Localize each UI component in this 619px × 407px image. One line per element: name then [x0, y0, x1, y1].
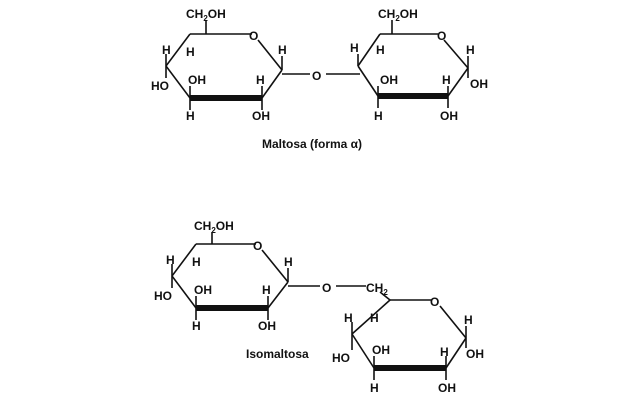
isomaltose-upper-c3-oh: OH	[194, 283, 212, 297]
isomaltose-upper-c2-h: H	[262, 283, 271, 297]
maltose-left-ring	[165, 20, 283, 110]
isomaltose-lower-c4-h-inner: H	[370, 311, 379, 325]
isomaltose-upper-c1-h: H	[284, 255, 293, 269]
maltose-left-c1-h: H	[278, 43, 287, 57]
maltose-right-c1-h: H	[466, 43, 475, 57]
maltose-right-c2-h: H	[442, 73, 451, 87]
maltose-left-c2-h: H	[256, 73, 265, 87]
maltose-right-ring	[357, 20, 469, 108]
isomaltose-lower-c3-oh: OH	[372, 343, 390, 357]
maltose-left-c2-oh: OH	[252, 109, 270, 123]
maltose-caption: Maltosa (forma α)	[262, 137, 362, 151]
maltose-glycosidic-oxygen: O	[312, 69, 321, 83]
maltose-right-c3-h: H	[374, 109, 383, 123]
isomaltose-structure: CH2OH O H H H HO OH H H OH O CH2 O H H H…	[154, 219, 484, 395]
maltose-left-ch2oh-label: CH2OH	[186, 7, 226, 23]
isomaltose-lower-c4-ho: HO	[332, 351, 350, 365]
isomaltose-upper-c4-h-outer: H	[166, 253, 175, 267]
isomaltose-lower-c1-h: H	[464, 313, 473, 327]
maltose-structure: CH2OH O H H H HO OH H H OH O CH2OH O H H…	[151, 7, 488, 151]
isomaltose-upper-ring-oxygen: O	[253, 239, 262, 253]
maltose-left-c3-oh: OH	[188, 73, 206, 87]
isomaltose-lower-c1-oh: OH	[466, 347, 484, 361]
isomaltose-upper-c4-ho: HO	[154, 289, 172, 303]
isomaltose-glycosidic-oxygen: O	[322, 281, 331, 295]
isomaltose-lower-ring-oxygen: O	[430, 295, 439, 309]
isomaltose-caption: Isomaltosa	[246, 347, 309, 361]
maltose-right-ring-oxygen: O	[437, 29, 446, 43]
isomaltose-upper-ch2oh-label: CH2OH	[194, 219, 234, 235]
maltose-right-c1-oh: OH	[470, 77, 488, 91]
isomaltose-lower-c2-h: H	[440, 345, 449, 359]
isomaltose-lower-c3-h: H	[370, 381, 379, 395]
isomaltose-lower-c4-h-outer: H	[344, 311, 353, 325]
maltose-right-c4-h-inner: H	[376, 43, 385, 57]
isomaltose-upper-c2-oh: OH	[258, 319, 276, 333]
maltose-left-c4-h-outer: H	[162, 43, 171, 57]
maltose-right-c2-oh: OH	[440, 109, 458, 123]
maltose-right-c4-h-outer: H	[350, 41, 359, 55]
isomaltose-ch2-label: CH2	[366, 281, 388, 297]
maltose-left-ring-oxygen: O	[249, 29, 258, 43]
isomaltose-upper-c4-h-inner: H	[192, 255, 201, 269]
maltose-left-c4-h-inner: H	[186, 45, 195, 59]
isomaltose-ch2-to-ring	[379, 291, 391, 301]
isomaltose-upper-ring	[171, 232, 289, 320]
maltose-left-c3-h: H	[186, 109, 195, 123]
isomaltose-lower-ring	[351, 299, 467, 380]
maltose-right-c3-oh: OH	[380, 73, 398, 87]
isomaltose-lower-c2-oh: OH	[438, 381, 456, 395]
isomaltose-upper-c3-h: H	[192, 319, 201, 333]
maltose-left-c4-ho: HO	[151, 79, 169, 93]
maltose-right-ch2oh-label: CH2OH	[378, 7, 418, 23]
